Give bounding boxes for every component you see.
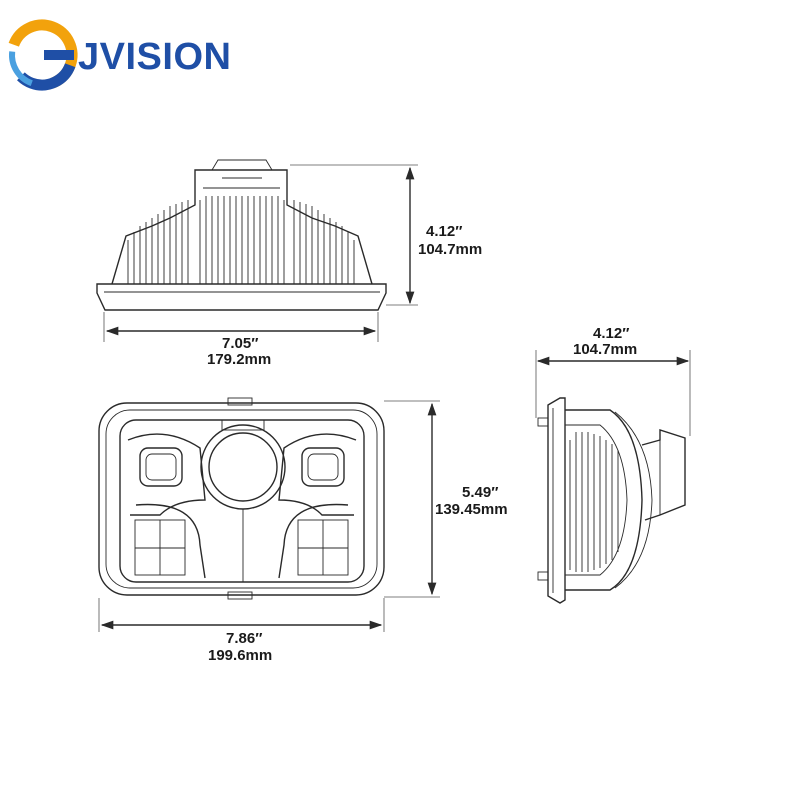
dim-front-height-inch: 5.49″ xyxy=(462,484,498,501)
dim-front-width-mm: 199.6mm xyxy=(208,647,272,664)
heatsink-fins xyxy=(127,196,355,284)
dim-front-width-inch: 7.86″ xyxy=(226,630,262,647)
dim-side-depth-mm: 104.7mm xyxy=(573,341,637,358)
brand-logo: JVISION xyxy=(6,19,231,91)
top-view-drawing xyxy=(96,159,418,342)
brand-name: JVISION xyxy=(78,36,231,78)
led-grid-right xyxy=(297,519,349,576)
dim-front-height-mm: 139.45mm xyxy=(435,501,508,518)
dim-top-width: 7.05″ 179.2mm xyxy=(105,326,377,368)
dim-top-height-inch: 4.12″ xyxy=(426,223,462,240)
dim-top-width-mm: 179.2mm xyxy=(207,351,271,368)
dim-front-height: 5.49″ 139.45mm xyxy=(427,402,508,596)
dim-side-depth: 4.12″ 104.7mm xyxy=(536,325,690,366)
dim-top-height: 4.12″ 104.7mm xyxy=(405,166,482,305)
dim-side-depth-inch: 4.12″ xyxy=(593,325,629,342)
dim-front-width: 7.86″ 199.6mm xyxy=(100,620,383,664)
side-view-drawing xyxy=(535,350,691,604)
front-view-drawing xyxy=(98,397,440,632)
dim-top-width-inch: 7.05″ xyxy=(222,335,258,352)
dim-top-height-mm: 104.7mm xyxy=(418,241,482,258)
led-grid-left xyxy=(134,519,186,576)
side-fins xyxy=(569,432,619,572)
logo-g-mark-icon xyxy=(6,19,78,91)
